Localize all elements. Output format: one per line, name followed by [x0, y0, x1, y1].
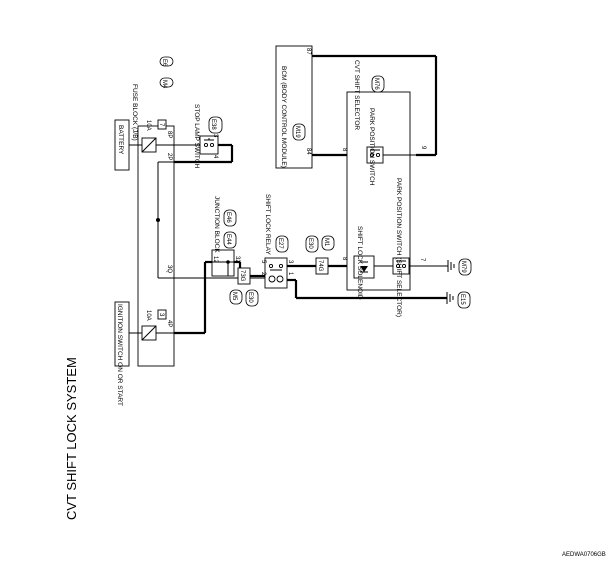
pin-2P: 2P: [166, 153, 172, 160]
diagram-title: CVT SHIFT LOCK SYSTEM: [64, 357, 79, 520]
pin-jb-32: 32: [234, 256, 240, 263]
svg-text:10A: 10A: [145, 310, 151, 321]
ground-m79: M79: [447, 258, 472, 276]
pin-sel-9: 9: [420, 146, 426, 150]
pin-sel-7: 7: [419, 258, 425, 262]
bcm-label: BCM (BODY CONTROL MODULE): [280, 66, 287, 168]
ground-e15: E15: [446, 291, 471, 309]
junction-connector-e44: E44: [223, 231, 237, 249]
pin-relay-5: 5: [260, 260, 266, 264]
svg-text:M4: M4: [161, 80, 167, 89]
pin-jb-12: 12: [212, 256, 218, 263]
splice-point: [156, 218, 160, 222]
pin-8P: 8P: [166, 131, 172, 138]
svg-text:E15: E15: [459, 294, 465, 305]
bcm-box: [275, 45, 313, 169]
inline-connector-m1: M1: [321, 235, 335, 251]
svg-text:E46: E46: [225, 212, 231, 223]
stop-lamp-switch-label: STOP LAMP SWITCH: [193, 104, 200, 169]
pin-bcm-8: 8: [341, 148, 347, 152]
svg-text:73G: 73G: [239, 270, 245, 282]
park-position-switch-shift-label: PARK POSITION SWITCH (SHIFT SELECTOR): [395, 178, 402, 317]
battery-label: BATTERY: [117, 125, 124, 155]
svg-text:10A: 10A: [145, 120, 151, 131]
shift-lock-solenoid: [353, 255, 375, 279]
pin-stop-4: 4: [212, 155, 218, 159]
bcm-connector-m19: M19: [292, 123, 306, 141]
fuse-10a-lower: 10A 3: [141, 309, 167, 341]
svg-text:E27: E27: [277, 238, 283, 249]
cvt-shift-selector-label: CVT SHIFT SELECTOR: [353, 60, 360, 130]
inline-connector-e30b: E30: [305, 235, 319, 253]
svg-text:M19: M19: [294, 126, 300, 138]
inline-connector-m5: M5: [229, 289, 243, 305]
svg-text:7: 7: [158, 123, 164, 127]
svg-text:M1: M1: [323, 238, 329, 247]
svg-text:E30: E30: [247, 292, 253, 303]
svg-text:E30: E30: [307, 238, 313, 249]
svg-text:3: 3: [158, 313, 164, 317]
svg-text:E38: E38: [210, 119, 216, 130]
junction-connector-e46: E46: [223, 209, 237, 227]
cvt-shift-selector-connector-m76: M76: [371, 75, 385, 93]
park-position-switch-label: PARK POSITION SWITCH: [368, 108, 375, 186]
junction-block-label: JUNCTION BLOCK: [213, 196, 220, 253]
figure-code: AEDWA0706GB: [562, 552, 606, 558]
pin-bcm-87: 87: [305, 48, 311, 55]
pin-relay-1: 1: [287, 272, 293, 276]
pin-4P: 4P: [166, 320, 172, 327]
fuse-block-connector-m4: M4: [159, 77, 174, 89]
svg-text:M79: M79: [460, 261, 466, 273]
park-position-switch-shift-selector: [392, 257, 410, 275]
svg-text:E6: E6: [161, 59, 167, 67]
pin-bcm-84: 84: [305, 148, 311, 155]
svg-text:74G: 74G: [317, 260, 323, 272]
inline-connector-74G: 74G: [315, 257, 329, 275]
pin-sel-8-lower: 8: [341, 257, 347, 261]
pin-3Q: 3Q: [166, 265, 172, 273]
shift-lock-solenoid-label: SHIFT LOCK SOLENOID: [356, 226, 363, 300]
fuse-block-connector-e6: E6: [159, 56, 174, 67]
pin-relay-3: 3: [287, 260, 293, 264]
stop-lamp-connector-e38: E38: [208, 116, 223, 134]
shift-lock-relay-label: SHIFT LOCK RELAY: [264, 194, 271, 255]
junction-block: [211, 249, 235, 277]
inline-connector-e30a: E30: [245, 289, 259, 307]
svg-text:M76: M76: [373, 78, 379, 90]
svg-text:M5: M5: [231, 292, 237, 301]
shift-lock-relay: [264, 257, 288, 289]
ignition-switch-label: IGNITION SWITCH ON OR START: [116, 304, 123, 406]
park-position-switch: [366, 146, 384, 164]
fuse-block-label: FUSE BLOCK (J/B): [131, 84, 138, 141]
shift-lock-relay-connector-e27: E27: [275, 235, 289, 253]
pin-stop-3: 3: [212, 134, 218, 138]
inline-connector-73G: 73G: [237, 267, 251, 285]
svg-text:E44: E44: [225, 234, 231, 245]
ignition-switch-box: [114, 301, 130, 367]
stop-lamp-switch: [199, 135, 219, 155]
pin-relay-2: 2: [260, 272, 266, 276]
